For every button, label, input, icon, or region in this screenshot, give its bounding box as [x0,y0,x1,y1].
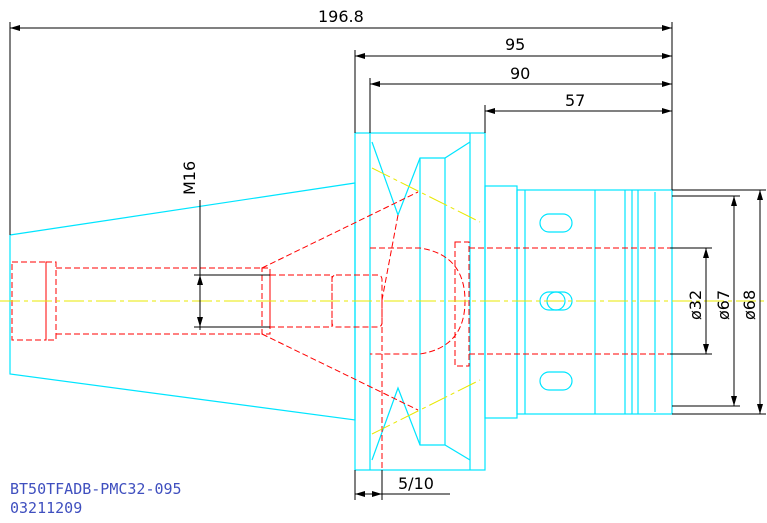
centerline [0,167,767,435]
dim-dia-68: ø68 [740,290,759,320]
dim-length-90: 90 [510,64,530,83]
dim-length-57: 57 [565,91,585,110]
part-model: BT50TFADB-PMC32-095 [10,480,182,498]
dimension-lines [9,22,766,500]
dim-length-95: 95 [505,35,525,54]
dim-thread: M16 [180,161,199,195]
holder-outline [9,132,673,471]
dimension-arrows [10,25,763,497]
hidden-lines [11,191,670,470]
dim-gap: 5/10 [398,474,434,493]
dim-overall-length: 196.8 [318,7,364,26]
dim-dia-32: ø32 [686,290,705,320]
dim-dia-67: ø67 [714,290,733,320]
part-code: 03211209 [10,499,83,517]
